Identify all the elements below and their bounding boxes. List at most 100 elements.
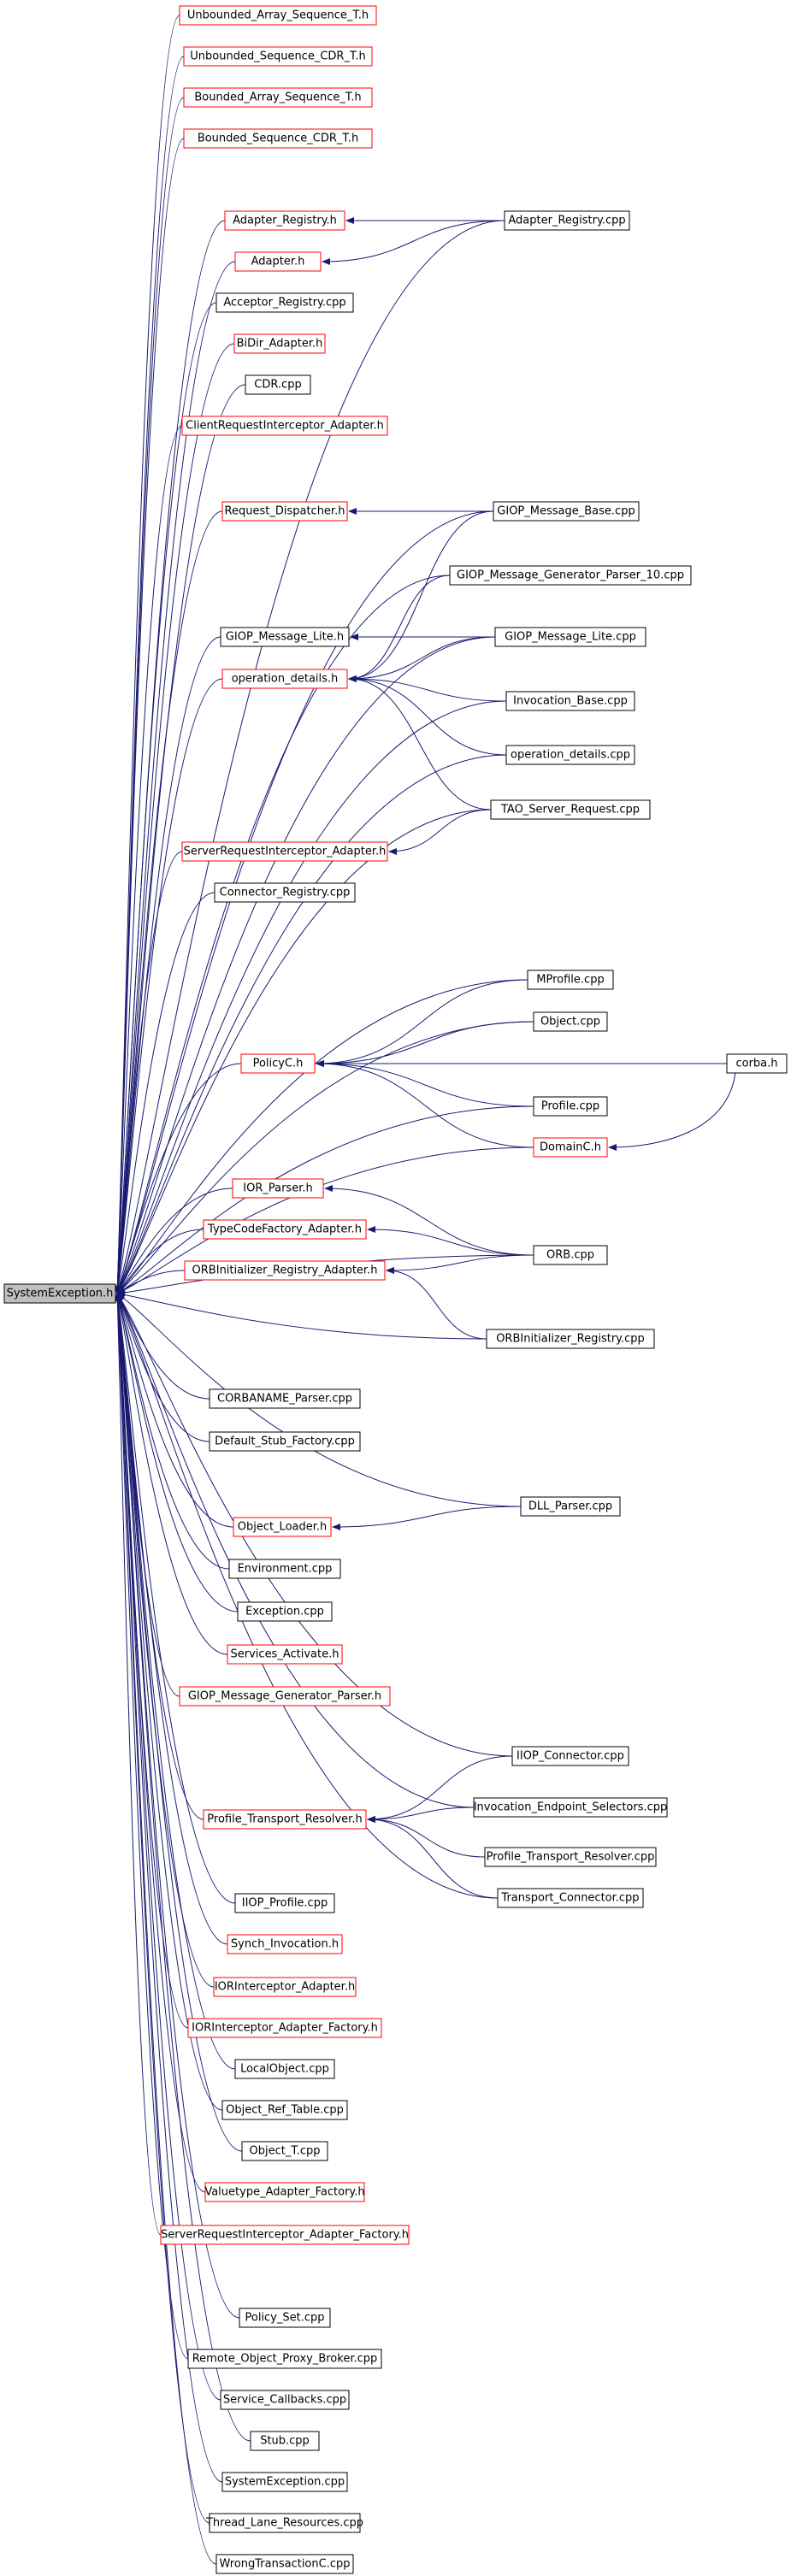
node-box xyxy=(527,970,614,990)
node-box xyxy=(241,2141,328,2161)
node-operation-details-h[interactable]: operation_details.h xyxy=(221,669,348,689)
node-box xyxy=(227,1644,343,1665)
node-thread-lane-resources-cpp[interactable]: Thread_Lane_Resources.cpp xyxy=(205,2513,363,2533)
node-policy-set-cpp[interactable]: Policy_Set.cpp xyxy=(239,2308,331,2328)
node-giop-message-lite-cpp[interactable]: GIOP_Message_Lite.cpp xyxy=(494,627,646,647)
node-services-activate-h[interactable]: Services_Activate.h xyxy=(227,1644,343,1665)
node-box xyxy=(505,745,635,765)
node-policyc-h[interactable]: PolicyC.h xyxy=(240,1053,316,1074)
node-box xyxy=(209,1431,361,1452)
node-label: operation_details.h xyxy=(232,673,339,686)
edge-c5-to-n13 xyxy=(348,675,507,702)
edge-n20-to-root xyxy=(116,1293,210,1400)
node-box xyxy=(183,87,373,108)
node-box xyxy=(234,2059,335,2079)
node-domainc-h[interactable]: DomainC.h xyxy=(533,1137,608,1158)
node-wrongtransactionc-cpp[interactable]: WrongTransactionC.cpp xyxy=(215,2554,354,2574)
node-localobject-cpp[interactable]: LocalObject.cpp xyxy=(234,2059,335,2079)
node-unbounded-array-sequence-t-h[interactable]: Unbounded_Array_Sequence_T.h xyxy=(179,5,377,26)
node-label: Transport_Connector.cpp xyxy=(500,1892,639,1905)
node-label: IIOP_Connector.cpp xyxy=(517,1750,624,1763)
node-label: Service_Callbacks.cpp xyxy=(223,2394,346,2407)
node-remote-object-proxy-broker-cpp[interactable]: Remote_Object_Proxy_Broker.cpp xyxy=(187,2349,382,2369)
node-operation-details-cpp[interactable]: operation_details.cpp xyxy=(505,745,635,765)
node-adapter-h[interactable]: Adapter.h xyxy=(234,251,322,272)
node-tao-server-request-cpp[interactable]: TAO_Server_Request.cpp xyxy=(490,799,651,820)
node-bidir-adapter-h[interactable]: BiDir_Adapter.h xyxy=(233,333,326,354)
node-synch-invocation-h[interactable]: Synch_Invocation.h xyxy=(227,1934,343,1954)
node-label: TypeCodeFactory_Adapter.h xyxy=(207,1223,362,1236)
node-profile-cpp[interactable]: Profile.cpp xyxy=(533,1096,608,1117)
edge-n16-to-root xyxy=(116,1063,242,1294)
node-iiop-profile-cpp[interactable]: IIOP_Profile.cpp xyxy=(234,1893,335,1913)
node-environment-cpp[interactable]: Environment.cpp xyxy=(228,1559,341,1579)
node-systemexception-h[interactable]: SystemException.h xyxy=(3,1283,116,1304)
node-label: IIOP_Profile.cpp xyxy=(242,1897,328,1910)
node-bounded-array-sequence-t-h[interactable]: Bounded_Array_Sequence_T.h xyxy=(183,87,373,108)
node-giop-message-generator-parser-h[interactable]: GIOP_Message_Generator_Parser.h xyxy=(179,1686,391,1707)
node-orb-cpp[interactable]: ORB.cpp xyxy=(533,1245,608,1265)
node-corba-h[interactable]: corba.h xyxy=(726,1053,788,1074)
node-connector-registry-cpp[interactable]: Connector_Registry.cpp xyxy=(214,882,356,903)
node-giop-message-base-cpp[interactable]: GIOP_Message_Base.cpp xyxy=(493,501,640,522)
node-object-loader-h[interactable]: Object_Loader.h xyxy=(233,1517,332,1537)
node-serverrequestinterceptor-adapter-factory-h[interactable]: ServerRequestInterceptor_Adapter_Factory… xyxy=(160,2225,410,2245)
node-box xyxy=(221,669,348,689)
node-serverrequestinterceptor-adapter-h[interactable]: ServerRequestInterceptor_Adapter.h xyxy=(181,841,388,862)
node-iorinterceptor-adapter-factory-h[interactable]: IORInterceptor_Adapter_Factory.h xyxy=(187,2018,382,2038)
node-invocation-endpoint-selectors-cpp[interactable]: Invocation_Endpoint_Selectors.cpp xyxy=(473,1797,668,1818)
node-giop-message-lite-h[interactable]: GIOP_Message_Lite.h xyxy=(220,627,350,647)
node-valuetype-adapter-factory-h[interactable]: Valuetype_Adapter_Factory.h xyxy=(204,2182,365,2202)
node-profile-transport-resolver-h[interactable]: Profile_Transport_Resolver.h xyxy=(203,1809,367,1830)
node-label: ORB.cpp xyxy=(546,1249,594,1262)
node-exception-cpp[interactable]: Exception.cpp xyxy=(237,1601,333,1622)
edge-c11-to-n16 xyxy=(316,1060,534,1148)
node-adapter-registry-cpp[interactable]: Adapter_Registry.cpp xyxy=(504,210,630,231)
node-stub-cpp[interactable]: Stub.cpp xyxy=(250,2431,320,2451)
node-label: corba.h xyxy=(735,1058,777,1070)
edge-n11-to-root xyxy=(114,510,223,1294)
edge-c7-to-root xyxy=(116,809,492,1294)
node-cdr-cpp[interactable]: CDR.cpp xyxy=(245,374,311,395)
node-transport-connector-cpp[interactable]: Transport_Connector.cpp xyxy=(497,1888,644,1908)
node-typecodefactory-adapter-h[interactable]: TypeCodeFactory_Adapter.h xyxy=(203,1219,367,1240)
node-box xyxy=(533,1245,608,1265)
node-profile-transport-resolver-cpp[interactable]: Profile_Transport_Resolver.cpp xyxy=(484,1847,657,1867)
node-label: GIOP_Message_Generator_Parser.h xyxy=(188,1690,381,1703)
node-object-ref-table-cpp[interactable]: Object_Ref_Table.cpp xyxy=(221,2100,348,2120)
edge-c2-to-n13 xyxy=(348,510,494,682)
node-orbinitializer-registry-adapter-h[interactable]: ORBInitializer_Registry_Adapter.h xyxy=(184,1260,386,1281)
node-iorinterceptor-adapter-h[interactable]: IORInterceptor_Adapter.h xyxy=(213,1977,357,1997)
node-label: Thread_Lane_Resources.cpp xyxy=(205,2517,363,2530)
node-giop-message-generator-parser-10-cpp[interactable]: GIOP_Message_Generator_Parser_10.cpp xyxy=(449,565,692,586)
edge-n38-to-root xyxy=(114,1293,189,2360)
node-unbounded-sequence-cdr-t-h[interactable]: Unbounded_Sequence_CDR_T.h xyxy=(183,46,373,67)
node-label: Adapter.h xyxy=(251,256,305,268)
node-dll-parser-cpp[interactable]: DLL_Parser.cpp xyxy=(520,1496,621,1517)
edge-c8-to-n16 xyxy=(316,979,528,1067)
node-label: Bounded_Sequence_CDR_T.h xyxy=(198,133,358,145)
node-corbaname-parser-cpp[interactable]: CORBANAME_Parser.cpp xyxy=(209,1388,361,1409)
node-systemexception-cpp[interactable]: SystemException.cpp xyxy=(221,2472,348,2492)
node-mprofile-cpp[interactable]: MProfile.cpp xyxy=(527,970,614,990)
node-service-callbacks-cpp[interactable]: Service_Callbacks.cpp xyxy=(220,2390,350,2410)
node-box xyxy=(490,799,651,820)
node-object-cpp[interactable]: Object.cpp xyxy=(533,1011,608,1032)
node-clientrequestinterceptor-adapter-h[interactable]: ClientRequestInterceptor_Adapter.h xyxy=(181,416,388,436)
edge-n17-to-root xyxy=(116,1188,233,1294)
node-label: Bounded_Array_Sequence_T.h xyxy=(194,91,361,104)
node-object-t-cpp[interactable]: Object_T.cpp xyxy=(241,2141,328,2161)
node-default-stub-factory-cpp[interactable]: Default_Stub_Factory.cpp xyxy=(209,1431,361,1452)
node-label: Profile.cpp xyxy=(541,1100,599,1113)
edge-c3-to-n13 xyxy=(348,575,451,682)
node-orbinitializer-registry-cpp[interactable]: ORBInitializer_Registry.cpp xyxy=(486,1329,655,1349)
node-box xyxy=(203,1219,367,1240)
node-adapter-registry-h[interactable]: Adapter_Registry.h xyxy=(224,210,345,231)
node-label: Object_T.cpp xyxy=(249,2145,320,2158)
node-iiop-connector-cpp[interactable]: IIOP_Connector.cpp xyxy=(511,1746,629,1766)
node-bounded-sequence-cdr-t-h[interactable]: Bounded_Sequence_CDR_T.h xyxy=(183,128,373,149)
node-acceptor-registry-cpp[interactable]: Acceptor_Registry.cpp xyxy=(215,292,354,313)
node-request-dispatcher-h[interactable]: Request_Dispatcher.h xyxy=(221,501,348,522)
node-ior-parser-h[interactable]: IOR_Parser.h xyxy=(232,1178,324,1199)
node-invocation-base-cpp[interactable]: Invocation_Base.cpp xyxy=(505,691,635,711)
